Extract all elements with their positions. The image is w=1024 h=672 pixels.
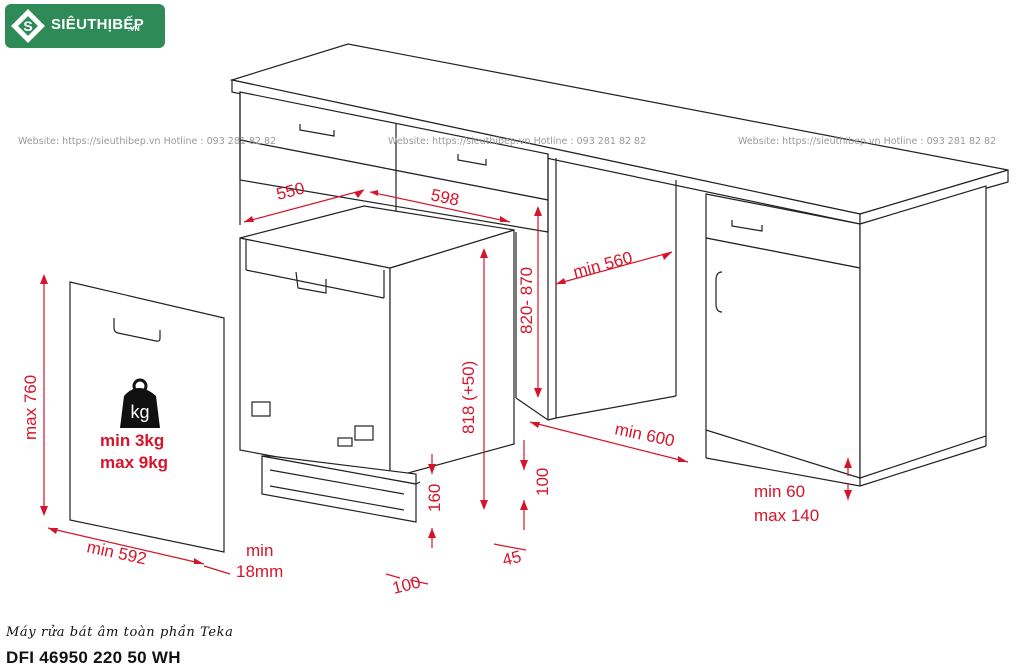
handle-2 (457, 154, 487, 166)
label-2 (354, 425, 374, 441)
brand-name: SIÊUTHỊBẾP (51, 16, 145, 33)
watermark-left: Website: https://sieuthibep.vn Hotline :… (18, 136, 276, 147)
logo-diamond-icon: S (11, 9, 45, 43)
right-cabinet-side (859, 185, 987, 479)
product-caption: Máy rửa bát âm toàn phần Teka (6, 625, 234, 640)
handle-3 (731, 220, 763, 232)
svg-text:S: S (23, 18, 32, 34)
dim-820-870: 820- 870 (517, 267, 536, 334)
watermark-center: Website: https://sieuthibep.vn Hotline :… (388, 136, 646, 147)
dim-plinth-100: 100 (533, 468, 552, 496)
dimension-lines (40, 189, 852, 585)
dim-160: 160 (425, 484, 444, 512)
brand-logo: S SIÊUTHỊBẾP .VN (5, 4, 165, 48)
dim-min-label: min (246, 541, 273, 560)
control-panel (295, 271, 327, 294)
cabinet-lines (69, 43, 1009, 553)
label-3 (337, 437, 353, 447)
dim-818: 818 (+50) (459, 361, 478, 434)
dim-max-760: max 760 (21, 375, 40, 440)
handle-1 (299, 124, 335, 137)
door-weight-max: max 9kg (100, 453, 168, 472)
dishwasher-top (239, 205, 515, 269)
weight-icon: kg (120, 378, 160, 428)
dishwasher-side (389, 229, 515, 479)
weight-icon-text: kg (130, 402, 149, 422)
dim-min-560: min 560 (571, 248, 634, 282)
dim-45: 45 (500, 547, 523, 570)
dishwasher-front (239, 237, 391, 479)
countertop-side (859, 169, 1009, 225)
door-weight-min: min 3kg (100, 431, 164, 450)
door-panel-handle (113, 318, 161, 342)
watermark-right: Website: https://sieuthibep.vn Hotline :… (738, 136, 996, 147)
dim-min-592: min 592 (85, 537, 148, 568)
dim-18mm: 18mm (236, 562, 283, 581)
product-model: DFI 46950 220 50 WH (6, 648, 181, 667)
door-handle (715, 271, 723, 313)
dim-min-60: min 60 (754, 482, 805, 501)
brand-tld: .VN (128, 26, 140, 33)
right-door (705, 237, 861, 479)
label-1 (251, 401, 271, 417)
dim-max-140: max 140 (754, 506, 819, 525)
